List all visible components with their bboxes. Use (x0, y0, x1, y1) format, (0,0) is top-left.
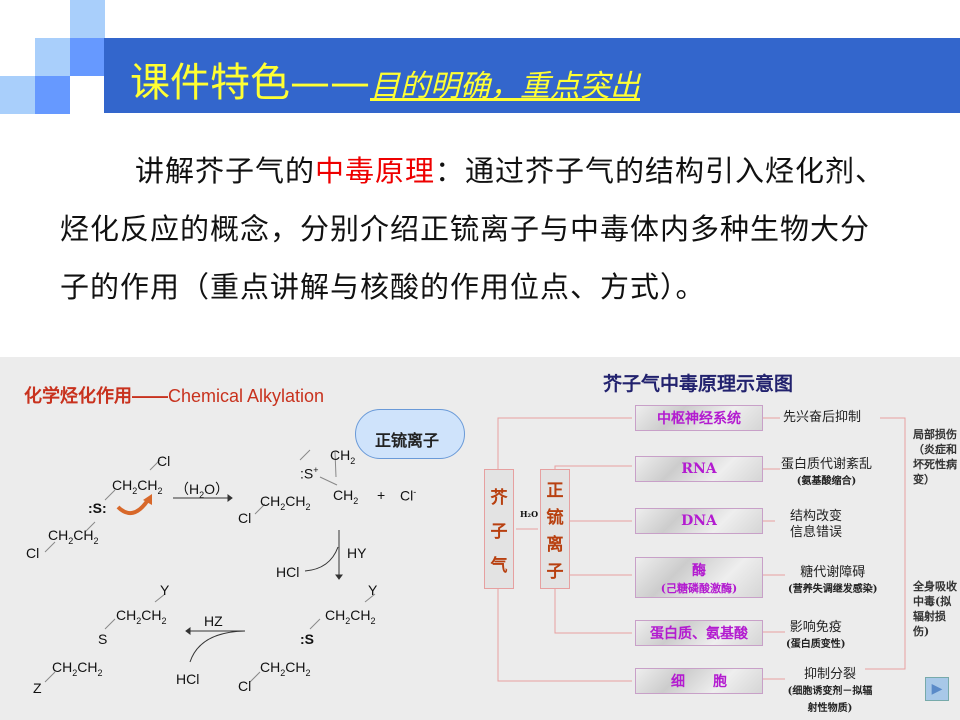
chem-label: CH2CH2 (48, 527, 99, 546)
chem-label: Z (33, 680, 42, 696)
target-box: 中枢神经系统 (635, 405, 763, 431)
chem-label: Y (368, 582, 378, 598)
chem-label: CH2CH2 (116, 607, 167, 626)
chem-label: Y (160, 582, 170, 598)
body-paragraph: 讲解芥子气的中毒原理：通过芥子气的结构引入烃化剂、烃化反应的概念，分别介绍正锍离… (60, 142, 890, 316)
chem-label: Cl (26, 545, 40, 561)
h2o-label: H₂O (520, 509, 539, 519)
chem-label: :S (300, 631, 314, 647)
chem-label: Cl (238, 678, 252, 694)
chem-label: CH2CH2 (325, 607, 376, 626)
decor-square (70, 0, 105, 38)
target-box: 细 胞 (635, 668, 763, 694)
chem-label: + (377, 487, 386, 503)
effect-text: 糖代谢障碍(营养失调继发感染) (788, 565, 878, 595)
outcome-local: 局部损伤（炎症和坏死性病变） (913, 428, 957, 486)
target-box: DNA (635, 508, 763, 534)
para-text: 讲解芥子气的 (135, 154, 316, 188)
chem-label: CH2CH2 (260, 659, 311, 678)
chem-label: HCl (176, 671, 200, 687)
ion-box: 正锍离子 (540, 469, 570, 589)
decor-square (35, 38, 70, 76)
effect-text: 影响免疫(蛋白质变性) (786, 620, 846, 650)
figure-image: 化学烃化作用——Chemical Alkylation 正锍离子 Cl CH2C… (0, 357, 960, 720)
chem-label: Cl (157, 453, 171, 469)
chem-label: CH2CH2 (112, 477, 163, 496)
target-box: RNA (635, 456, 763, 482)
chem-label: HZ (204, 613, 223, 629)
chem-label: HY (347, 545, 367, 561)
outcome-systemic: 全身吸收中毒(拟辐射损伤) (913, 580, 957, 638)
chem-label: （H2O） (175, 481, 230, 500)
chem-label: :S: (88, 500, 107, 516)
slide-title: 课件特色——目的明确，重点突出 (130, 50, 640, 108)
chem-label: CH2CH2 (52, 659, 103, 678)
chem-label: HCl (276, 564, 300, 580)
target-box: 酶(己糖磷酸激酶) (635, 557, 763, 598)
alkylation-title: 化学烃化作用——Chemical Alkylation (24, 386, 325, 406)
para-highlight: 中毒原理 (315, 154, 436, 188)
title-bar (104, 38, 960, 113)
chem-label: :S+ (300, 465, 319, 482)
decor-square (0, 76, 35, 114)
decor-square (70, 38, 105, 76)
cloud-label: 正锍离子 (375, 433, 440, 450)
next-slide-button[interactable]: ▶ (925, 677, 949, 701)
chem-label: CH2 (330, 447, 356, 466)
para-text: ：通过芥子气的结构引入烃化剂、烃化反应的概念，分别介绍正锍离子与中毒体内多种生物… (60, 154, 886, 304)
source-box: 芥子气 (484, 469, 514, 589)
effect-text: 蛋白质代谢紊乱(氨基酸缩合) (781, 457, 873, 487)
title-subtitle: 目的明确，重点突出 (370, 69, 640, 104)
effect-text: 抑制分裂(细胞诱变剂－拟辐射性物质) (787, 667, 873, 714)
play-icon: ▶ (931, 681, 943, 697)
figure-lines (44, 417, 906, 683)
mechanism-title: 芥子气中毒原理示意图 (603, 374, 794, 395)
chem-label: S (98, 631, 108, 647)
chem-label: Cl- (400, 487, 417, 504)
chem-label: CH2CH2 (260, 493, 311, 512)
cloud-callout (355, 409, 465, 459)
decor-square (35, 76, 70, 114)
effect-text: 结构改变信息错误 (790, 509, 843, 540)
chem-label: Cl (238, 510, 252, 526)
target-box: 蛋白质、氨基酸 (635, 620, 763, 646)
chem-label: CH2 (333, 487, 359, 506)
title-main: 课件特色—— (130, 60, 370, 106)
effect-text: 先兴奋后抑制 (783, 410, 862, 425)
